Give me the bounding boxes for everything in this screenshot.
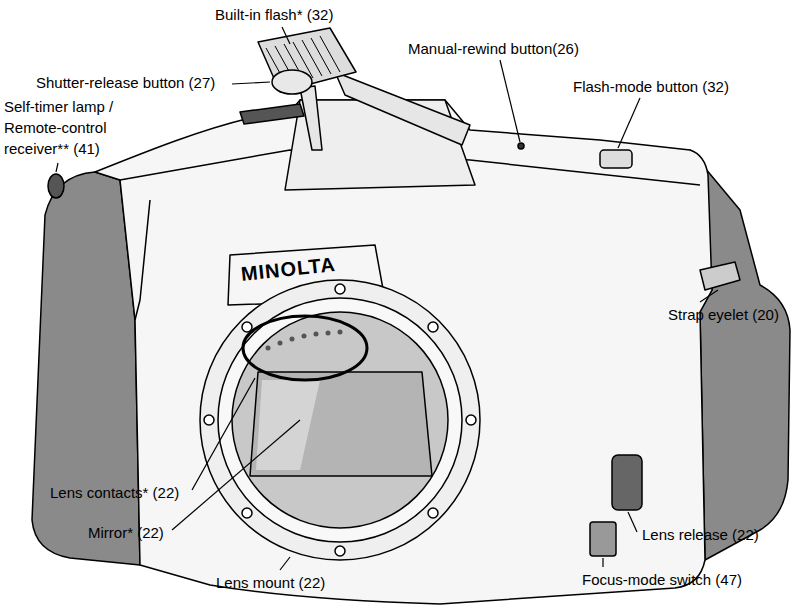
body-edge [135,200,150,320]
lcd-panel [240,104,304,124]
mount-ring [218,298,462,542]
part-label: Flash-mode button (32) [573,76,729,97]
part-label: Strap eyelet (20) [668,304,779,325]
part-label: Lens release (22) [642,524,759,545]
part-label: Built-in flash* (32) [215,4,333,25]
mirror [250,372,432,476]
grip [32,172,140,565]
part-label: Lens contacts* (22) [50,482,179,503]
part-label: Shutter-release button (27) [36,72,215,93]
strap-eyelet [700,262,740,290]
lens-contacts [266,330,343,351]
highlight-ring [243,316,367,380]
part-label: Manual-rewind button(26) [408,38,579,59]
mirror-highlight [256,380,320,470]
mirror-box [232,312,448,528]
part-label: Lens mount (22) [216,572,325,593]
camera-body [95,100,712,604]
part-label: Self-timer lamp / Remote-control receive… [4,96,132,159]
shutter-button [272,70,312,94]
flash-arm [300,86,322,150]
self-timer-lamp [48,174,64,198]
part-label: Mirror* (22) [88,522,164,543]
flash-arm [335,72,470,145]
focus-mode-switch [590,522,616,556]
mount-screw [204,284,476,556]
flash-mode-button [600,150,632,168]
lens-release-button [612,455,642,510]
rewind-button [518,143,524,149]
part-label: Focus-mode switch (47) [582,569,742,590]
brand-logo: MINOLTA [240,254,337,285]
lens-mount [200,280,480,560]
